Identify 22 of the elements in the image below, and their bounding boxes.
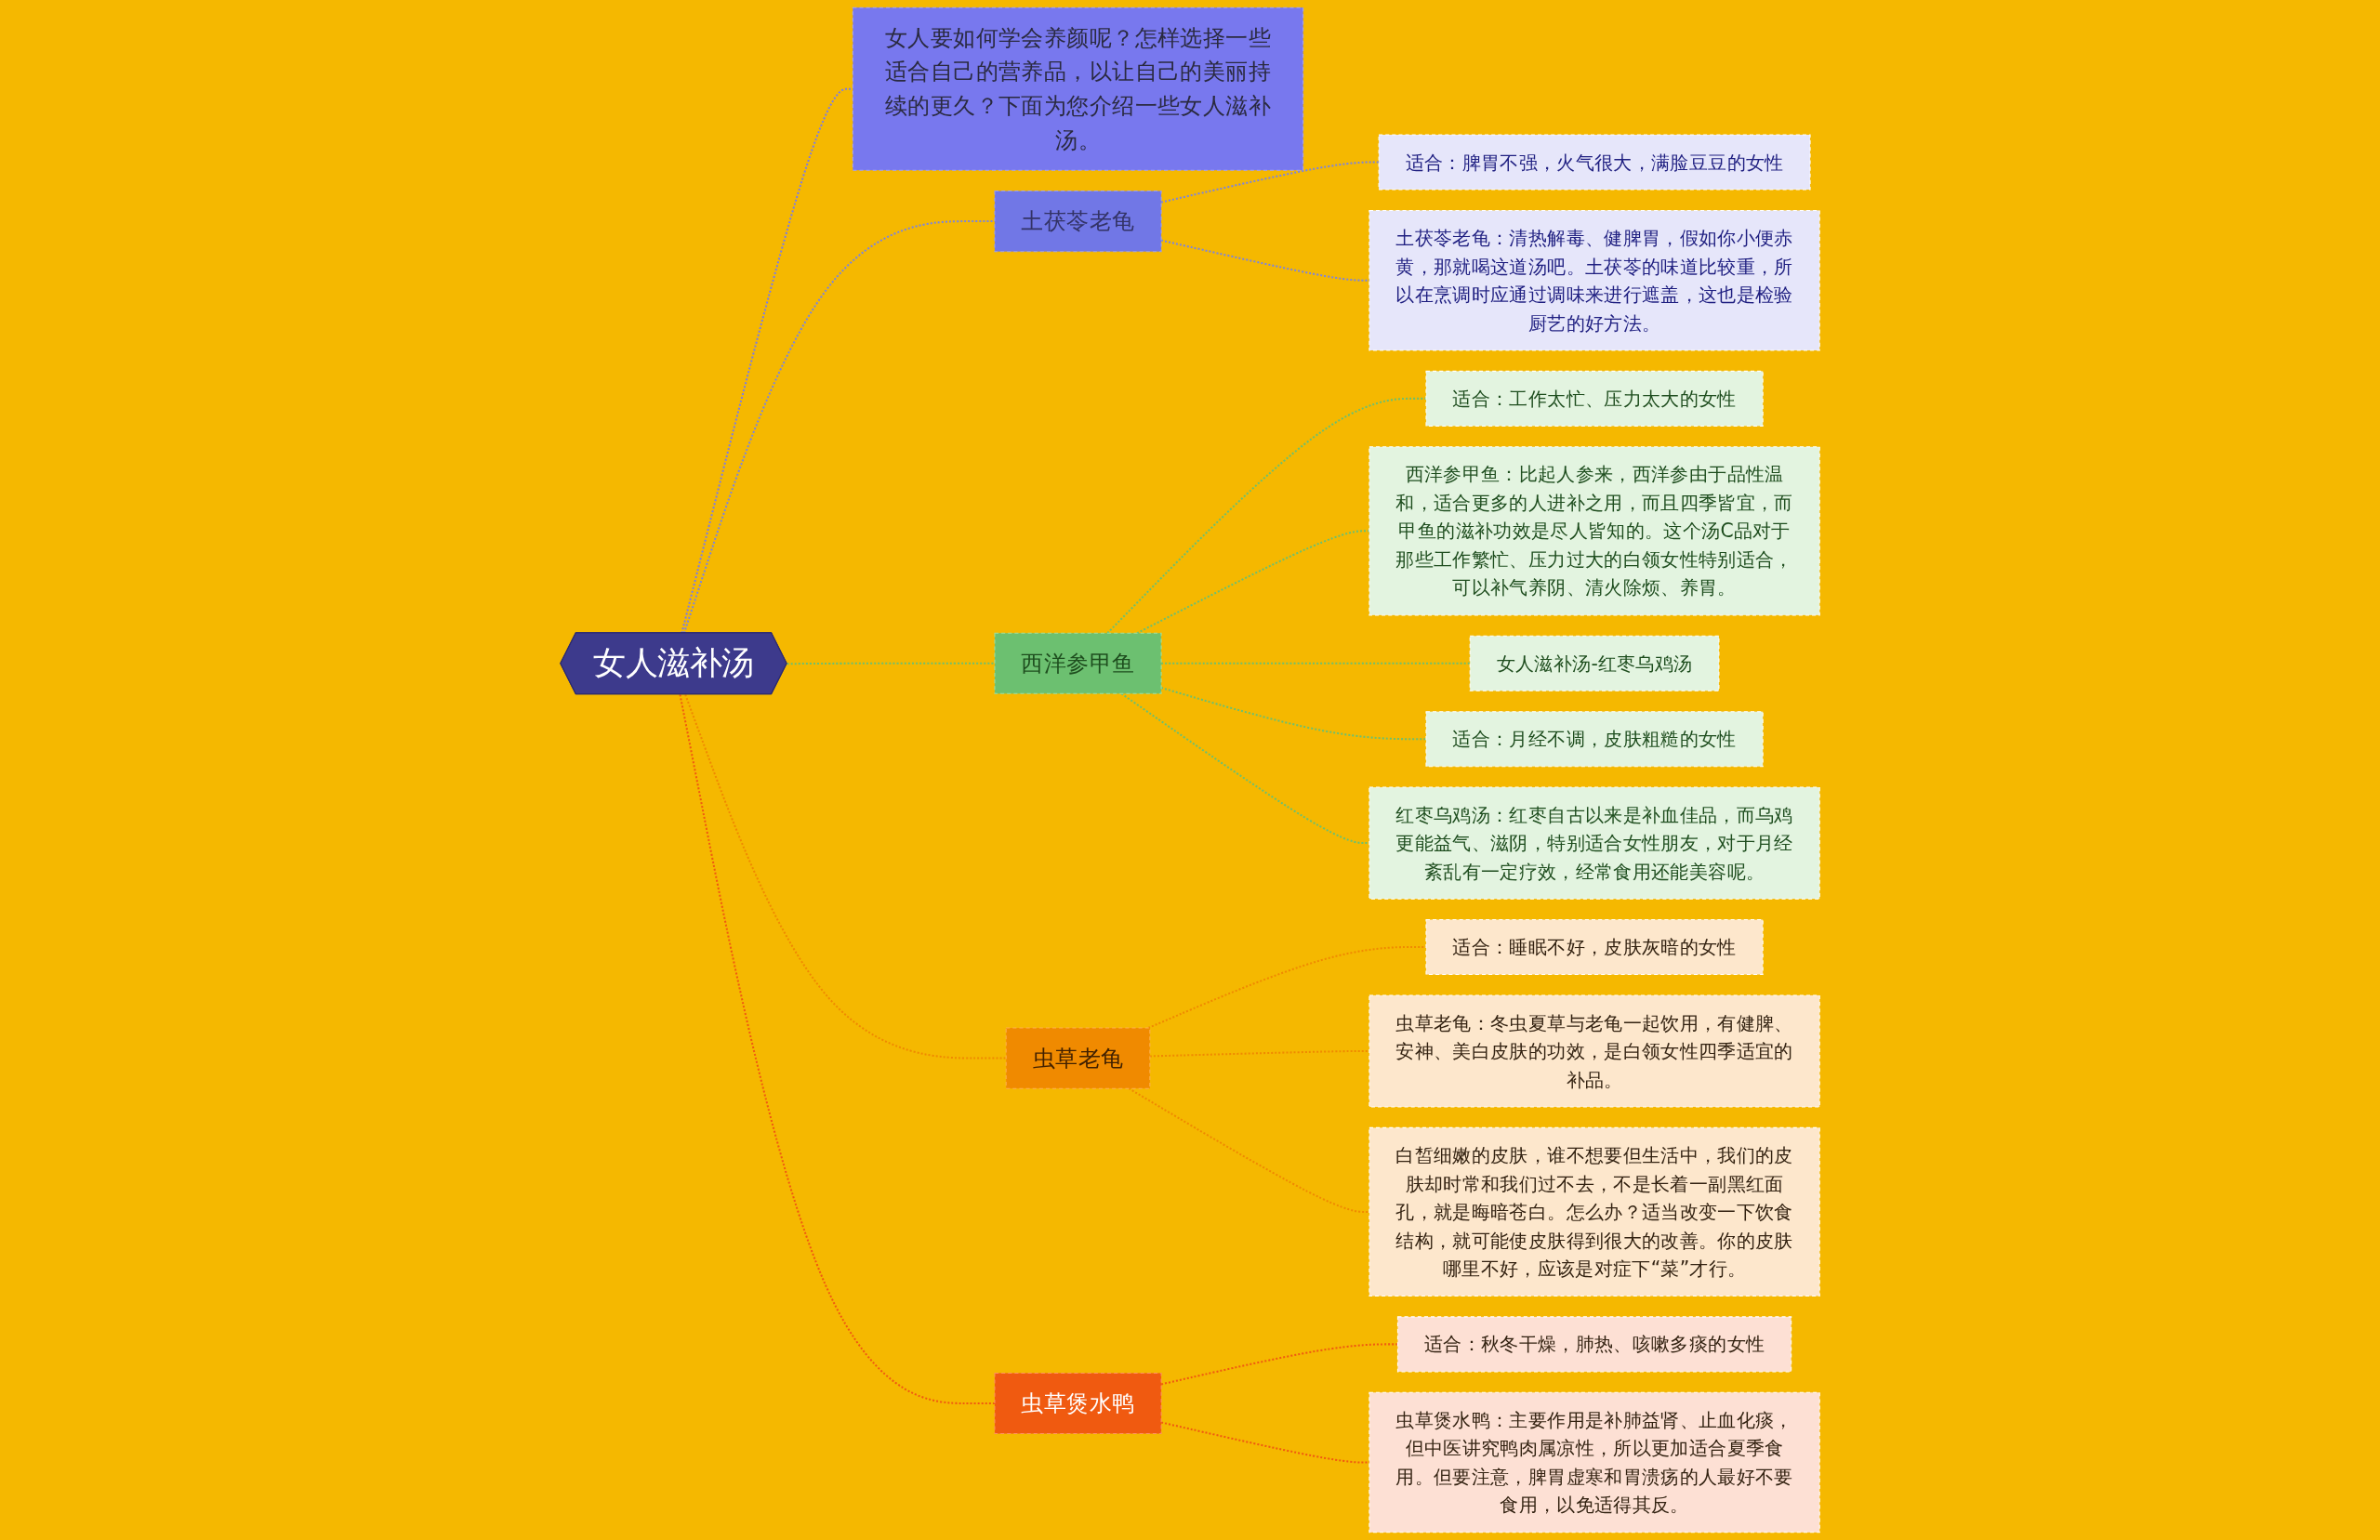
connector [787, 662, 995, 665]
node-box: 适合：月经不调，皮肤粗糙的女性 [1425, 711, 1764, 768]
node-box: 适合：脾胃不强，火气很大，满脸豆豆的女性 [1378, 134, 1811, 191]
connector [1106, 397, 1426, 634]
node-box: 西洋参甲鱼：比起人参来，西洋参由于品性温和，适合更多的人进补之用，而且四季皆宜，而甲鱼的滋补功效是尽人皆知的。这个汤C品对于那些工作繁忙、压力过大的白领女性特别适合，可以补气养阴、清火除烦、养胃。 [1368, 446, 1820, 616]
node-box: 西洋参甲鱼 [994, 632, 1162, 694]
connector [684, 694, 1007, 1060]
node-box: 女人滋补汤-红枣乌鸡汤 [1469, 635, 1720, 691]
node-box: 土茯苓老龟 [994, 191, 1162, 253]
node-box: 虫草煲水鸭：主要作用是补肺益肾、止血化痰，但中医讲究鸭肉属凉性，所以更加适合夏季食用。但要注意，脾胃虚寒和胃溃疡的人最好不要食用，以免适得其反。 [1368, 1391, 1820, 1533]
connector [1147, 946, 1426, 1029]
node-box: 适合：睡眠不好，皮肤灰暗的女性 [1425, 919, 1764, 976]
node-box: 女人要如何学会养颜呢？怎样选择一些适合自己的营养品，以让自己的美丽持续的更久？下面为您介绍一些女人滋补汤。 [852, 7, 1304, 171]
node-box: 虫草煲水鸭 [994, 1372, 1162, 1435]
node-box: 土茯苓老龟：清热解毒、健脾胃，假如你小便赤黄，那就喝这道汤吧。土茯苓的味道比较重，所以在烹调时应通过调味来进行遮盖，这也是检验厨艺的好方法。 [1368, 209, 1820, 351]
node-box: 虫草老龟 [1005, 1027, 1151, 1089]
node-box: 适合：秋冬干燥，肺热、咳嗽多痰的女性 [1396, 1316, 1792, 1373]
connector [1120, 692, 1369, 845]
node-box: 红枣乌鸡汤：红枣自古以来是补血佳品，而乌鸡更能益气、滋阴，特别适合女性朋友，对于月经紊乱有一定疗效，经常食用还能美容呢。 [1368, 786, 1820, 900]
node-box: 白皙细嫩的皮肤，谁不想要但生活中，我们的皮肤却时常和我们过不去，不是长着一副黑红面孔，就是晦暗苍白。怎么办？适当改变一下饮食结构，就可能使皮肤得到很大的改善。你的皮肤哪里不好，应该是对症下“菜”才行。 [1368, 1126, 1820, 1296]
node-box: 适合：工作太忙、压力太大的女性 [1425, 370, 1764, 427]
node-box: 虫草老龟：冬虫夏草与老龟一起饮用，有健脾、安神、美白皮肤的功效，是白领女性四季适宜的补品。 [1368, 994, 1820, 1108]
